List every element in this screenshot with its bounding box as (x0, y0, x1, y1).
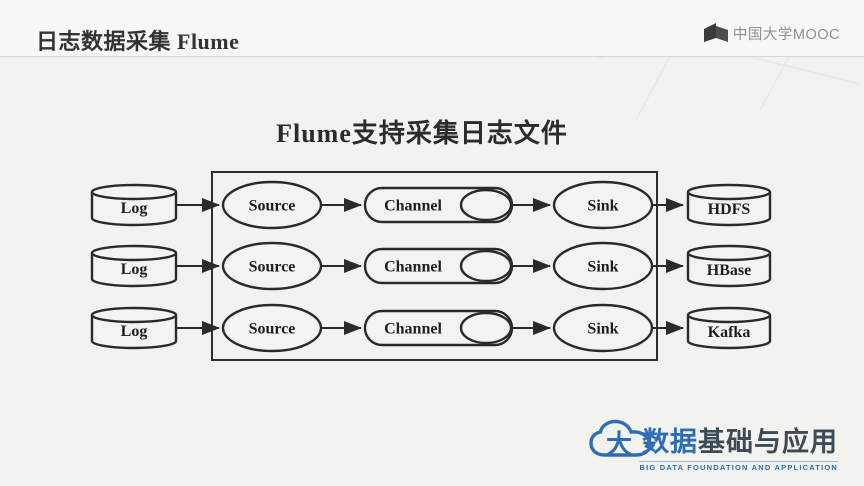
flow-row: Log Source Channel Sink HBase (90, 241, 772, 291)
log-label: Log (121, 261, 148, 278)
channel-label: Channel (384, 321, 442, 338)
sink-node: Sink (552, 303, 654, 353)
sink-label: Sink (587, 259, 618, 276)
channel-node: Channel (363, 186, 514, 224)
channel-label: Channel (384, 259, 442, 276)
header-bar: 日志数据采集 Flume 中国大学MOOC (0, 0, 864, 57)
brand-name: 中国大学MOOC (732, 26, 840, 43)
source-node: Source (221, 180, 323, 230)
channel-node: Channel (363, 247, 514, 285)
slide-heading: Flume支持采集日志文件 (276, 119, 568, 148)
cloud-logo-icon: 大 (588, 418, 654, 460)
output-cylinder: HBase (686, 244, 772, 288)
source-node: Source (221, 303, 323, 353)
output-label: HDFS (708, 201, 751, 218)
source-label: Source (249, 198, 296, 215)
output-cylinder: Kafka (686, 306, 772, 350)
flow-row: Log Source Channel Sink Kafka (90, 303, 772, 353)
page-title: 日志数据采集 Flume (36, 29, 240, 54)
source-label: Source (249, 321, 296, 338)
source-label: Source (249, 259, 296, 276)
brand-logo: 中国大学MOOC (703, 20, 840, 46)
sink-label: Sink (587, 198, 618, 215)
log-cylinder: Log (90, 306, 178, 350)
logo-subtitle: BIG DATA FOUNDATION AND APPLICATION (639, 461, 838, 472)
course-logo: 大 数据 基础与应用 BIG DATA FOUNDATION AND APPLI… (588, 418, 838, 472)
cloud-character: 大 (606, 429, 633, 459)
output-cylinder: HDFS (686, 183, 772, 227)
flow-row: Log Source Channel Sink HDFS (90, 180, 772, 230)
source-node: Source (221, 241, 323, 291)
log-label: Log (121, 323, 148, 340)
log-cylinder: Log (90, 183, 178, 227)
output-label: Kafka (708, 324, 751, 341)
sink-node: Sink (552, 180, 654, 230)
output-label: HBase (707, 262, 751, 279)
open-book-logo-icon (703, 23, 728, 42)
channel-label: Channel (384, 198, 442, 215)
sink-node: Sink (552, 241, 654, 291)
logo-text-dark: 基础与应用 (698, 426, 838, 457)
sink-label: Sink (587, 321, 618, 338)
log-cylinder: Log (90, 244, 178, 288)
channel-node: Channel (363, 309, 514, 347)
log-label: Log (121, 200, 148, 217)
